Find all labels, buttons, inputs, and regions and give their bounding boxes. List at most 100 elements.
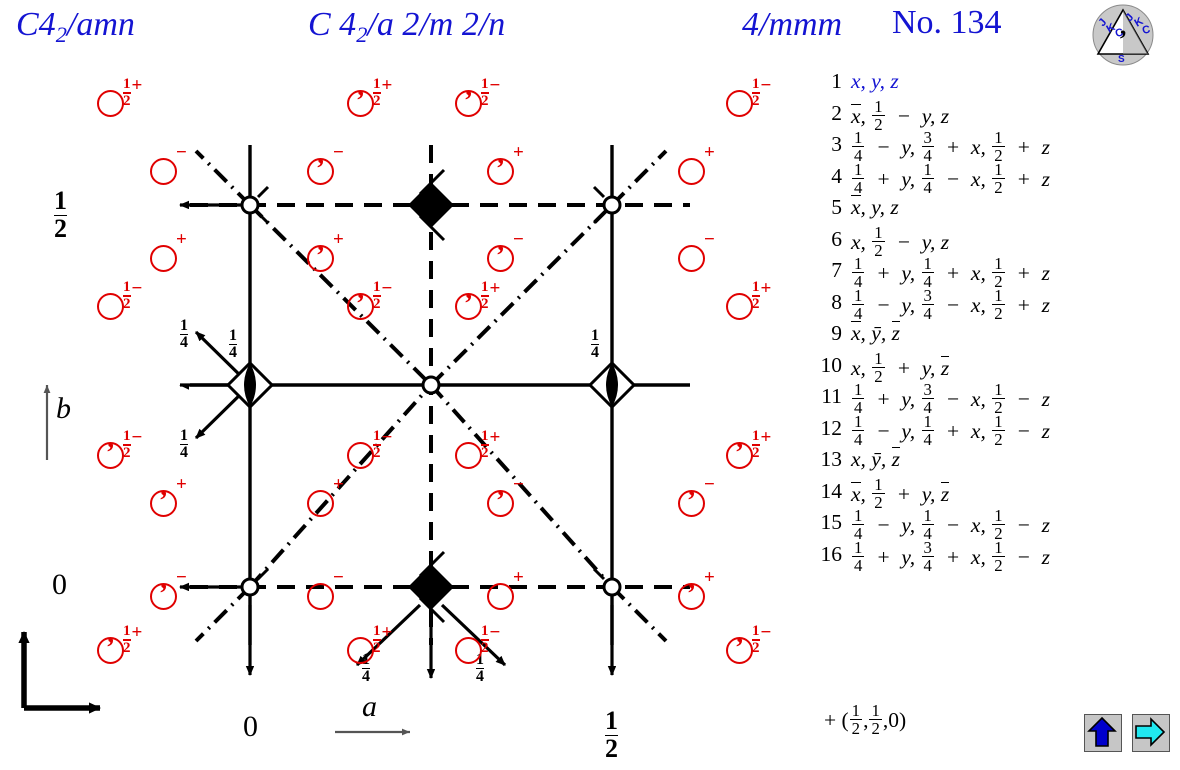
comma-circle-icon: ’ bbox=[487, 242, 514, 272]
operation-number: 7 bbox=[831, 258, 842, 282]
row-label-bottom: 0 bbox=[52, 568, 67, 601]
position-height-label: − bbox=[704, 474, 715, 495]
operation-number: 13 bbox=[820, 447, 843, 471]
operation-number: 1 bbox=[831, 69, 842, 93]
comma-circle-icon: ’ bbox=[726, 634, 753, 664]
hm-short-post: /amn bbox=[66, 6, 135, 43]
operation-number: 8 bbox=[831, 289, 842, 314]
diagram-lines bbox=[18, 145, 690, 736]
position-height-label: − bbox=[333, 567, 344, 588]
comma-circle-icon: ’ bbox=[487, 155, 514, 185]
nav-up-button[interactable] bbox=[1084, 714, 1122, 752]
position-height-label: + bbox=[176, 474, 187, 495]
comma-circle-icon: ’ bbox=[307, 155, 334, 185]
position-height-label: − bbox=[333, 142, 344, 163]
symmetry-operation-row: 1 x, y, z bbox=[812, 66, 1152, 98]
operation-coordinates: x, ȳ, z bbox=[851, 447, 900, 471]
hm-full-sub: 2 bbox=[356, 22, 368, 48]
operation-coordinates: x, y, z bbox=[851, 195, 899, 219]
comma-circle-icon: ’ bbox=[150, 580, 177, 610]
comma-circle-icon: ’ bbox=[487, 487, 514, 517]
operation-number: 11 bbox=[821, 384, 842, 408]
operation-number: 4 bbox=[831, 163, 842, 188]
operation-number: 15 bbox=[820, 510, 843, 534]
col-label-left: 0 bbox=[243, 710, 258, 743]
open-circle-icon bbox=[678, 245, 705, 272]
svg-text:’: ’ bbox=[1119, 25, 1128, 54]
position-height-label: − bbox=[513, 229, 524, 250]
position-height-label: − bbox=[704, 229, 715, 250]
open-circle-icon bbox=[726, 90, 753, 117]
position-height-label: + bbox=[513, 142, 524, 163]
operation-number: 3 bbox=[831, 132, 842, 156]
open-circle-icon bbox=[150, 158, 177, 185]
comma-circle-icon: ’ bbox=[347, 290, 374, 320]
position-height-label: + bbox=[333, 474, 344, 495]
position-height-label: + bbox=[704, 142, 715, 163]
comma-circle-icon: ’ bbox=[347, 87, 374, 117]
operation-coordinates: x, y, z bbox=[851, 69, 899, 93]
position-height-label: − bbox=[513, 474, 524, 495]
axis-label-a: a bbox=[362, 690, 377, 723]
position-height-label: − bbox=[176, 142, 187, 163]
comma-circle-icon: ’ bbox=[455, 290, 482, 320]
nav-right-button[interactable] bbox=[1132, 714, 1170, 752]
position-height-label: + bbox=[176, 229, 187, 250]
operation-number: 14 bbox=[820, 478, 843, 503]
position-height-label: + bbox=[704, 567, 715, 588]
logo-graphic: ’ J K C J K C S bbox=[1092, 4, 1154, 66]
operation-number: 6 bbox=[831, 226, 842, 251]
symmetry-operation-row: 13 x, ȳ, z bbox=[812, 444, 1152, 476]
hm-symbol-short: C42/amn bbox=[16, 6, 135, 48]
hm-symbol-full: C 42/a 2/m 2/n bbox=[308, 6, 505, 48]
operation-number: 9 bbox=[831, 321, 842, 345]
four-fold-axis-top bbox=[408, 182, 454, 228]
open-circle-icon bbox=[455, 442, 482, 469]
comma-circle-icon: ’ bbox=[97, 634, 124, 664]
operation-number: 10 bbox=[820, 352, 843, 377]
open-circle-icon bbox=[97, 293, 124, 320]
comma-circle-icon: ’ bbox=[726, 439, 753, 469]
jkc-logo: ’ J K C J K C S bbox=[1090, 4, 1156, 66]
comma-circle-icon: ’ bbox=[678, 580, 705, 610]
